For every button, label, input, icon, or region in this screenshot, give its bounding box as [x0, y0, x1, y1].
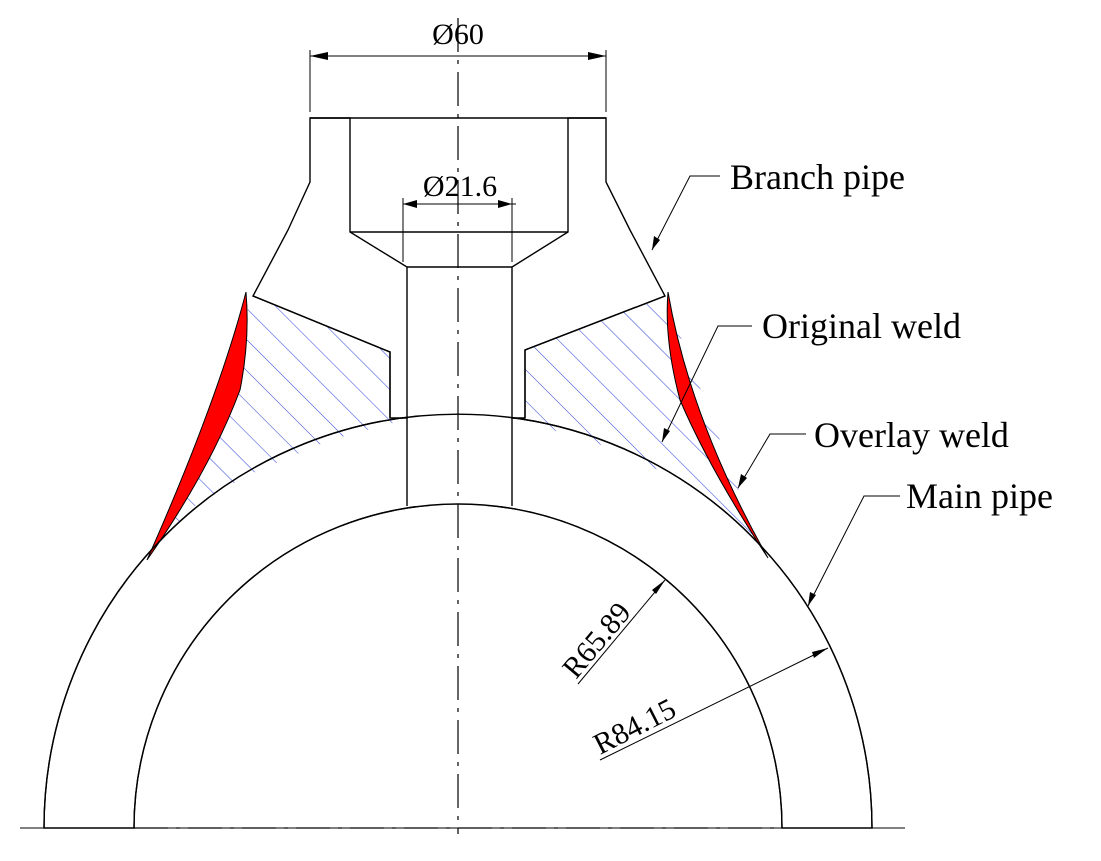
dim-inner-radius-text: R65.89 — [556, 596, 638, 684]
callout-original-weld: Original weld — [661, 306, 961, 443]
original-weld-right — [514, 295, 758, 540]
callout-overlay-weld: Overlay weld — [737, 415, 1009, 489]
overlay-weld-left — [146, 291, 248, 561]
dim-bore-diameter-text: Ø21.6 — [423, 170, 497, 203]
label-original-weld: Original weld — [762, 306, 961, 346]
label-overlay-weld: Overlay weld — [814, 415, 1009, 455]
bore-through-wall — [407, 400, 512, 506]
original-weld-left — [160, 295, 404, 540]
overlay-weld-right — [666, 291, 769, 559]
callout-branch-pipe: Branch pipe — [651, 157, 905, 251]
dim-top-diameter-text: Ø60 — [432, 18, 484, 51]
label-main-pipe: Main pipe — [906, 476, 1053, 516]
label-branch-pipe: Branch pipe — [730, 157, 905, 197]
dimension-inner-radius: R65.89 — [556, 579, 666, 684]
dimension-bore-diameter: Ø21.6 — [402, 170, 516, 262]
callout-main-pipe: Main pipe — [807, 476, 1053, 607]
dimension-outer-radius: R84.15 — [588, 647, 829, 761]
dimension-top-diameter: Ø60 — [309, 18, 607, 112]
dim-outer-radius-text: R84.15 — [588, 692, 681, 761]
